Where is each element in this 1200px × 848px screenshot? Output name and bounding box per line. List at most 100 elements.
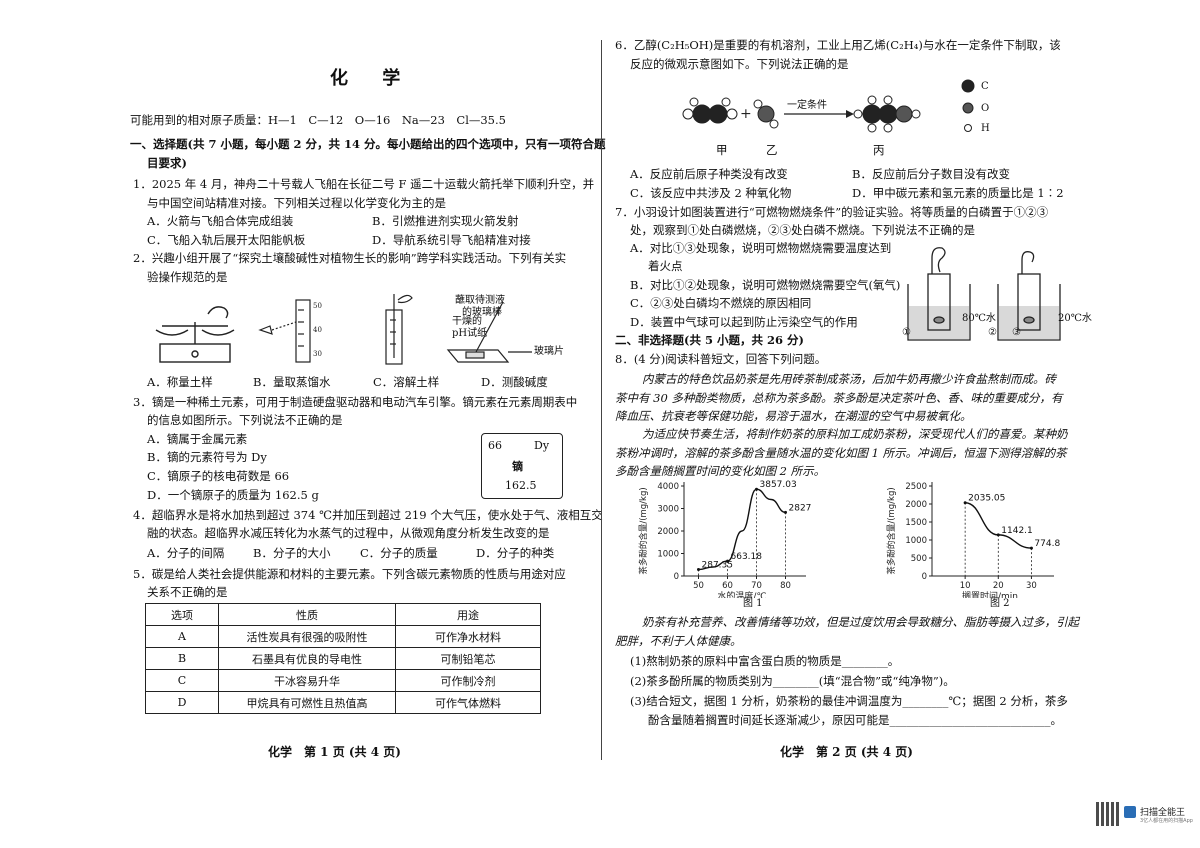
passage-p1: 内蒙古的特色饮品奶茶是先用砖茶制成茶汤，后加牛奶再撒少许食盐熬制而成。砖 [642,372,1056,386]
data-point [963,501,967,505]
beaker1-label: 80℃水 [962,313,996,324]
passage-p2-cont2: 多酚含量随搁置时间的变化如图 2 所示。 [615,464,826,478]
q8-part2[interactable]: (2)茶多酚所属的物质类别为________(填“混合物”或“纯净物”)。 [630,674,955,688]
x-tick-label: 10 [960,581,971,591]
element-name: 镝 [512,460,523,473]
q1-option-b[interactable]: B．引燃推进剂实现火箭发射 [372,214,519,228]
q6-stem: 6．乙醇(C₂H₅OH)是重要的有机溶剂，工业上用乙烯(C₂H₄)与水在一定条件… [615,38,1061,52]
q6-option-d[interactable]: D．甲中碳元素和氢元素的质量比是 1∶2 [852,186,1064,200]
table-cell: 石墨具有优良的导电性 [218,647,396,670]
q1-stem-cont: 与中国空间站精准对接。下列相关过程以化学变化为主的是 [147,196,446,210]
q6-option-a[interactable]: A．反应前后原子种类没有改变 [630,167,788,181]
atomic-mass-line: 可能用到的相对原子质量：H—1 C—12 O—16 Na—23 Cl—35.5 [130,113,506,127]
q2-option-b[interactable]: B．量取蒸馏水 [253,375,331,389]
atom-legend [961,79,975,132]
q7-option-b[interactable]: B．对比①②处现象，说明可燃物燃烧需要空气(氧气) [630,278,901,292]
scanner-logo-icon [1124,806,1136,818]
y-tick-label: 3000 [657,505,679,515]
reaction-diagram: + [682,79,975,133]
q4-stem-cont: 融的状态。超临界水减压转化为水蒸气的过程中，从微观角度分析发生改变的是 [147,526,550,540]
table-header: 用途 [395,603,541,626]
legend-c-label: C [981,81,989,92]
q7-stem: 7．小羽设计如图装置进行“可燃物燃烧条件”的验证实验。将等质量的白磷置于①②③ [615,205,1049,219]
x-axis-label: 水的温度/℃ [717,590,766,598]
q4-option-d[interactable]: D．分子的种类 [476,546,555,560]
legend-h-label: H [981,123,990,134]
x-tick-label: 70 [751,581,762,591]
legend-o-label: O [981,103,990,114]
page1-footer: 化学 第 1 页 (共 4 页) [268,745,401,759]
q5-stem-cont: 关系不正确的是 [147,585,228,599]
q7-option-c[interactable]: C．②③处白磷均不燃烧的原因相同 [630,296,812,310]
q5-stem: 5．碳是给人类社会提供能源和材料的主要元素。下列含碳元素物质的性质与用途对应 [133,567,566,581]
table-row: C 干冰容易升华 可作制冷剂 [145,669,541,692]
q8-part3-cont[interactable]: 酚含量随着搁置时间延长逐渐减少，原因可能是___________________… [648,713,1062,727]
q3-stem: 3．镝是一种稀土元素，可用于制造硬盘驱动器和电动汽车引擎。镝元素在元素周期表中 [133,395,578,409]
q2-stem-cont: 验操作规范的是 [147,270,228,284]
svg-text:+: + [740,106,752,122]
q3-option-a[interactable]: A．镝属于金属元素 [147,432,248,446]
q7-stem-cont: 处，观察到①处白磷燃烧，②③处白磷不燃烧。下列说法不正确的是 [630,223,975,237]
x-tick-label: 50 [693,581,704,591]
x-tick-label: 80 [780,581,791,591]
q6-option-b[interactable]: B．反应前后分子数目没有改变 [852,167,1010,181]
table-header-row: 选项 性质 用途 [145,603,541,626]
passage-p2: 为适应快节奏生活，将制作奶茶的原料加工成奶茶粉，深受现代人们的喜爱。某种奶 [642,427,1068,441]
table-header: 性质 [218,603,396,626]
y-tick-label: 1000 [905,536,927,546]
table-cell: C [145,669,219,692]
passage-p3-cont: 肥胖，不利于人体健康。 [615,634,742,648]
q7-option-a[interactable]: A．对比①③处现象，说明可燃物燃烧需要温度达到 [630,241,892,255]
element-card: 66 Dy 镝 162.5 [481,433,563,499]
q1-option-d[interactable]: D．导航系统引导飞船精准对接 [372,233,531,247]
q6-option-c[interactable]: C．该反应中共涉及 2 种氧化物 [630,186,792,200]
q8-part1[interactable]: (1)熬制奶茶的原料中富含蛋白质的物质是________。 [630,654,900,668]
q3-option-b[interactable]: B．镝的元素符号为 Dy [147,450,267,464]
svg-text:50: 50 [313,302,322,310]
data-label: 663.18 [731,552,763,562]
y-axis-label: 茶多酚的含量/(mg/kg) [886,487,897,574]
fig2-caption: 图 2 [990,598,1010,609]
y-tick-label: 0 [674,572,679,582]
molecule-label-jia: 甲 [716,143,728,157]
column-divider [601,40,602,760]
element-symbol: Dy [534,439,550,452]
table-cell: 活性炭具有很强的吸附性 [218,625,396,648]
data-label: 774.81 [1034,539,1060,549]
q1-option-c[interactable]: C．飞船入轨后展开太阳能帆板 [147,233,306,247]
atomic-mass: 162.5 [505,479,537,492]
combustion-apparatus [907,247,1061,341]
passage-p3: 奶茶有补充营养、改善情绪等功效，但是过度饮用会导致糖分、脂肪等摄入过多，引起 [642,615,1079,629]
q8-part3[interactable]: (3)结合短文，据图 1 分析，奶茶粉的最佳冲调温度为________℃；据图 … [630,694,1068,708]
q2-label-glass-rod: 蘸取待测液 [455,295,505,306]
data-point [726,559,729,563]
q3-option-d[interactable]: D．一个镝原子的质量为 162.5 g [147,488,319,502]
q4-option-a[interactable]: A．分子的间隔 [147,546,225,560]
q4-option-b[interactable]: B．分子的大小 [253,546,331,560]
q2-option-a[interactable]: A．称量土样 [147,375,213,389]
q1-stem: 1．2025 年 4 月，神舟二十号载人飞船在长征二号 F 遥二十运载火箭托举下… [133,177,595,191]
q2-option-d[interactable]: D．测酸碱度 [481,375,548,389]
table-cell: D [145,691,219,714]
q1-option-a[interactable]: A．火箭与飞船合体完成组装 [147,214,294,228]
q3-stem-cont: 的信息如图所示。下列说法不正确的是 [147,413,343,427]
q2-label-glass-rod-2: 的玻璃棒 [462,307,502,318]
passage-p1-cont: 茶中有 30 多种酚类物质，总称为茶多酚。茶多酚是决定茶叶色、香、味的重要成分，… [615,391,1063,405]
q8-title: 8．(4 分)阅读科普短文，回答下列问题。 [615,352,827,366]
x-tick-label: 30 [1026,581,1037,591]
q2-option-c[interactable]: C．溶解土样 [373,375,440,389]
q7-option-d[interactable]: D．装置中气球可以起到防止污染空气的作用 [630,315,858,329]
q4-option-c[interactable]: C．分子的质量 [360,546,438,560]
q3-option-c[interactable]: C．镝原子的核电荷数是 66 [147,469,290,483]
table-row: D 甲烷具有可燃性且热值高 可作气体燃料 [145,691,541,714]
y-axis-label: 茶多酚的含量/(mg/kg) [638,487,649,574]
y-tick-label: 0 [922,572,927,582]
x-axis-label: 搁置时间/min [962,590,1018,598]
beaker-cold-icon [997,284,1061,341]
position-mark-2: ② [988,327,997,338]
data-point [996,533,1000,537]
table-cell: 可作净水材料 [395,625,541,648]
table-cell: 可作制冷剂 [395,669,541,692]
q2-label-dry: 干燥的 [452,316,482,327]
data-point [755,487,758,491]
